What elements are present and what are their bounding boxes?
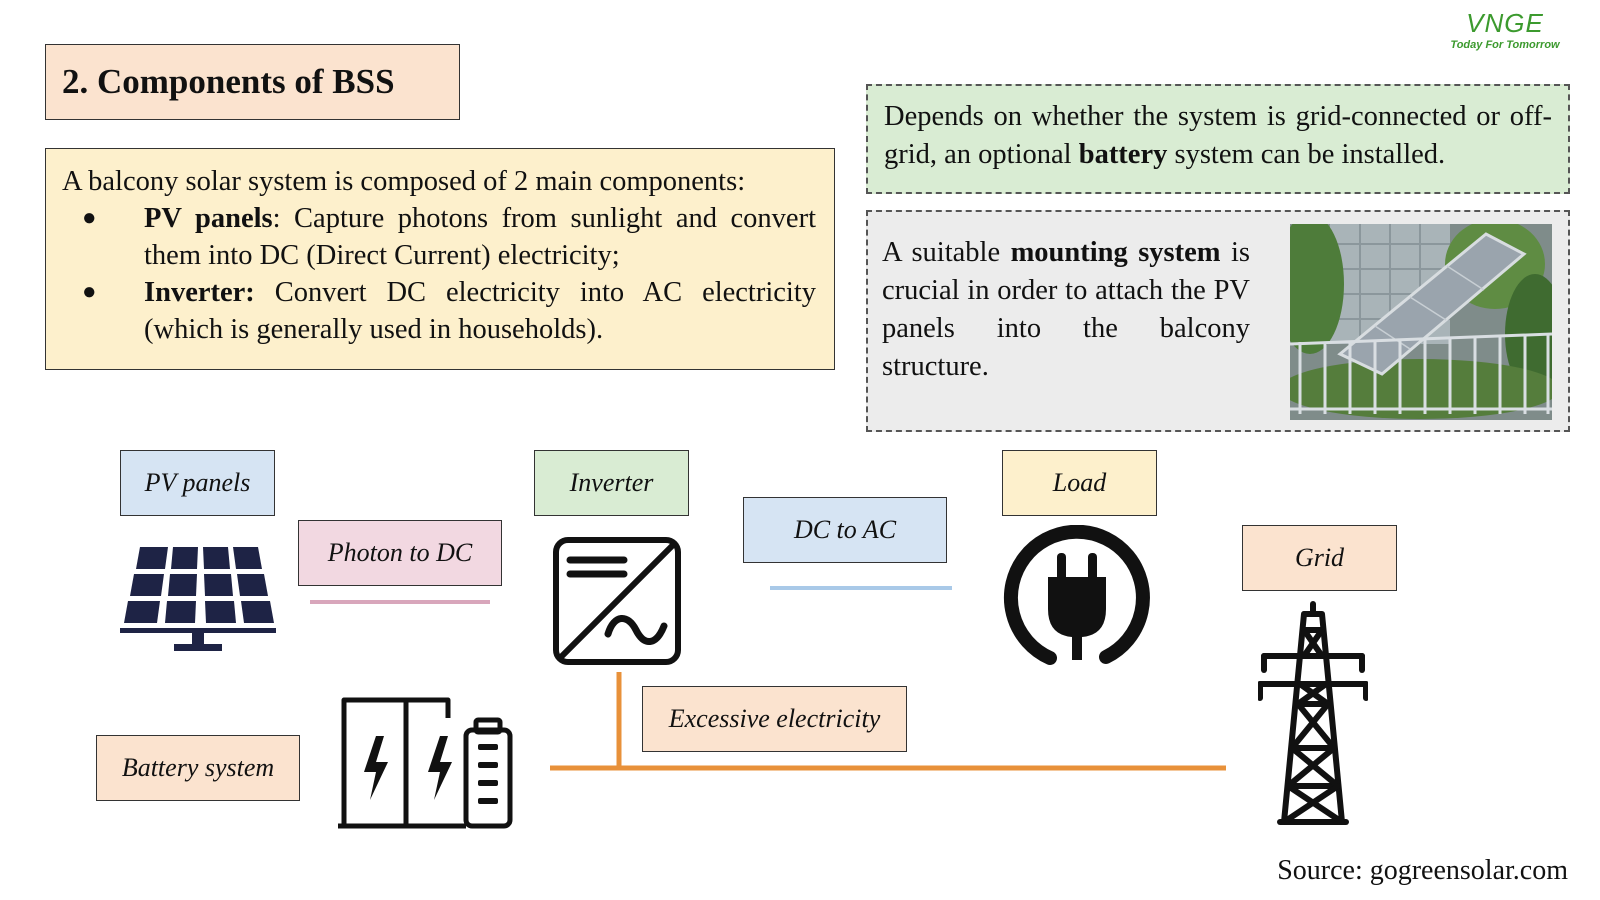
label-inverter: Inverter <box>534 450 689 516</box>
battery-storage-icon <box>338 697 513 829</box>
mounting-note-text: A suitable mounting system is crucial in… <box>882 234 1250 386</box>
inverter-icon <box>553 537 681 665</box>
label-dc-to-ac: DC to AC <box>743 497 947 563</box>
label-excessive-electricity: Excessive electricity <box>642 686 907 752</box>
power-plug-icon <box>1003 525 1150 665</box>
term-inverter: Inverter: <box>144 277 255 308</box>
label-photon-to-dc: Photon to DC <box>298 520 502 586</box>
logo-brand: VNGE <box>1466 8 1544 38</box>
battery-note-text-2: system can be installed. <box>1167 139 1446 170</box>
mounting-text-1: A suitable <box>882 237 1011 268</box>
mounting-bold: mounting system <box>1010 237 1221 268</box>
mounting-note: A suitable mounting system is crucial in… <box>866 210 1570 432</box>
label-load: Load <box>1002 450 1157 516</box>
source-citation: Source: gogreensolar.com <box>1277 855 1568 886</box>
list-item-inverter: ● Inverter: Convert DC electricity into A… <box>62 274 816 348</box>
desc-pv-panels: : Capture photons from sunlight and conv… <box>144 203 816 271</box>
battery-note-bold: battery <box>1078 139 1168 170</box>
logo-tagline: Today For Tomorrow <box>1450 39 1560 51</box>
battery-note-text-1: Depends on whether the system is grid-co… <box>884 101 1552 170</box>
vnge-logo: VNGE Today For Tomorrow <box>1440 8 1570 70</box>
transmission-tower-icon <box>1258 601 1368 825</box>
battery-note: Depends on whether the system is grid-co… <box>866 84 1570 194</box>
intro-text: A balcony solar system is composed of 2 … <box>62 166 746 197</box>
term-pv-panels: PV panels <box>144 203 273 234</box>
desc-inverter: Convert DC electricity into AC electrici… <box>144 277 816 345</box>
label-battery-system: Battery system <box>96 735 300 801</box>
balcony-solar-photo <box>1290 224 1552 420</box>
mounting-text-2: is crucial in order to attach the PV pan… <box>882 237 1250 382</box>
label-grid: Grid <box>1242 525 1397 591</box>
components-list: ● PV panels: Capture photons from sunligh… <box>62 200 816 348</box>
list-item-pv-panels: ● PV panels: Capture photons from sunligh… <box>62 200 816 274</box>
bullet-icon: ● <box>82 205 97 231</box>
components-description: A balcony solar system is composed of 2 … <box>45 148 835 370</box>
solar-panel-icon <box>120 547 276 651</box>
slide-title: 2. Components of BSS <box>45 44 460 120</box>
bullet-icon: ● <box>82 279 97 305</box>
label-pv-panels: PV panels <box>120 450 275 516</box>
